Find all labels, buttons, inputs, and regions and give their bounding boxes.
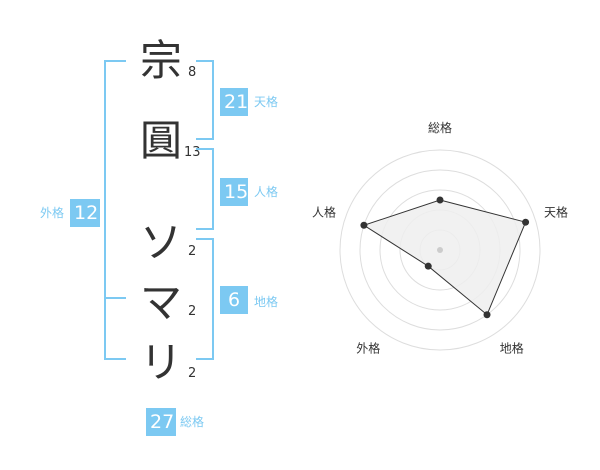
- stroke-count-3: 2: [188, 244, 197, 259]
- radar-point-3: [483, 311, 491, 319]
- name-char-4: マ: [140, 278, 183, 327]
- soukaku-badge: 27: [146, 408, 176, 436]
- jinkaku-label: 人格: [254, 185, 279, 199]
- radar-axis-label-3: 地格: [500, 341, 524, 356]
- name-char-5: リ: [140, 338, 183, 387]
- radar-point-4: [424, 262, 432, 270]
- stroke-count-1: 8: [188, 65, 197, 80]
- radar-point-5: [360, 221, 368, 229]
- radar-axis-label-2: 天格: [544, 204, 568, 219]
- chikaku-label: 地格: [254, 295, 279, 309]
- chikaku-bracket: [196, 238, 214, 360]
- name-char-2: 圓: [140, 116, 183, 165]
- radar-ring-5: [339, 149, 541, 351]
- gaikaku-label: 外格: [40, 206, 65, 220]
- tenkaku-label: 天格: [254, 95, 279, 109]
- radar-ring-4: [359, 169, 521, 331]
- radar-point-1: [436, 196, 444, 204]
- chikaku-badge: 6: [220, 286, 248, 314]
- tenkaku-badge: 21: [220, 88, 248, 116]
- gaikaku-badge: 12: [70, 199, 100, 227]
- gaikaku-bracket-tick: [104, 297, 126, 299]
- radar-center-dot: [437, 247, 443, 253]
- radar-axis-label-5: 人格: [312, 204, 336, 219]
- name-char-3: ソ: [140, 218, 183, 267]
- soukaku-label: 総格: [180, 415, 205, 429]
- gaikaku-bracket: [104, 60, 126, 360]
- radar-axis-label-4: 外格: [356, 341, 380, 356]
- stroke-count-5: 2: [188, 366, 197, 381]
- tenkaku-bracket: [196, 60, 214, 140]
- jinkaku-badge: 15: [220, 178, 248, 206]
- jinkaku-bracket: [196, 148, 214, 230]
- radar-point-2: [522, 218, 530, 226]
- stroke-count-4: 2: [188, 304, 197, 319]
- radar-polygon: [362, 199, 527, 316]
- radar-axis-label-1: 総格: [428, 120, 452, 135]
- name-char-1: 宗: [140, 36, 183, 85]
